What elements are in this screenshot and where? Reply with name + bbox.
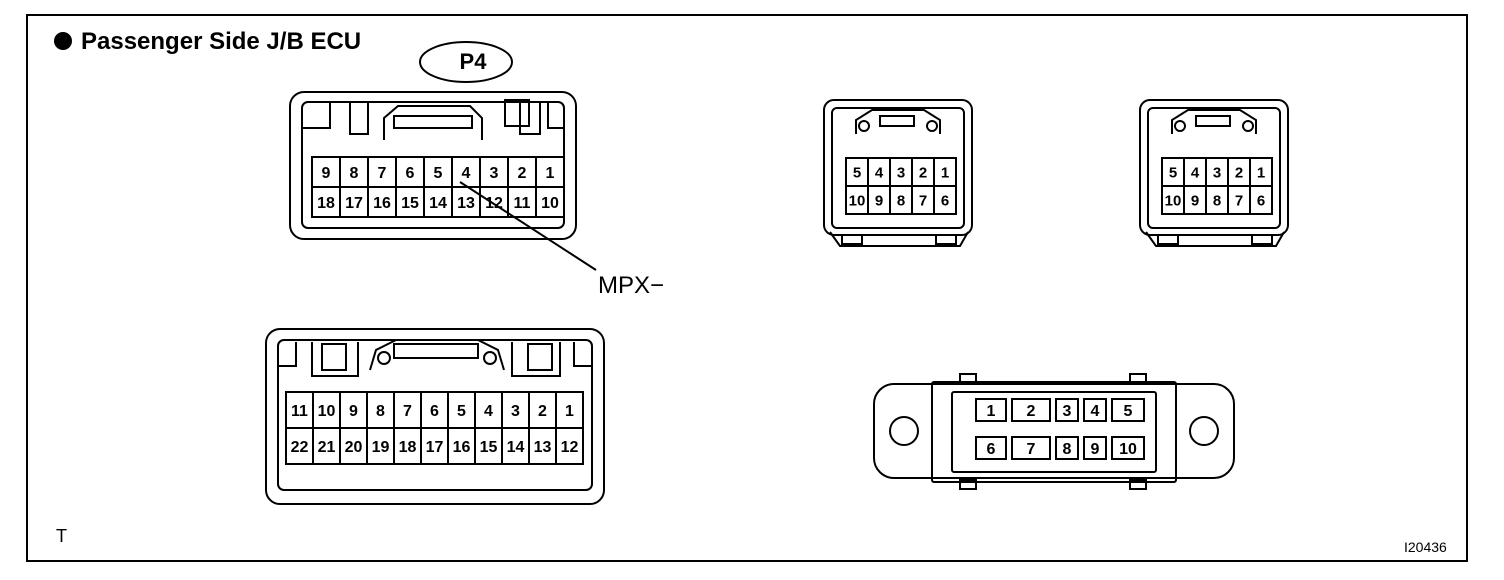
connector-22pin-pin-number: 13 [534, 439, 552, 456]
connector-10pin-b-housing [1139, 99, 1289, 247]
connector-10pin-flange-pin-number: 5 [1124, 403, 1133, 420]
p4-connector-pin-number: 6 [406, 165, 415, 182]
p4-connector-pin-number: 11 [514, 195, 531, 212]
connector-10pin-flange-pin-box [1111, 398, 1145, 422]
connector-22pin-pin-number: 15 [480, 439, 498, 456]
connector-10pin-flange-pin-box [975, 398, 1007, 422]
p4-connector-pin-number: 13 [457, 195, 475, 212]
p4-connector-pin-number: 17 [345, 195, 363, 212]
p4-connector-pin-number: 5 [434, 165, 443, 182]
connector-10pin-b-pin-cell [1249, 185, 1273, 215]
connector-10pin-flange-pin-number: 10 [1119, 441, 1137, 458]
connector-10pin-a-pin-number: 5 [853, 164, 861, 181]
connector-22pin-pin-number: 6 [430, 403, 439, 420]
connector-22pin-pin-number: 22 [291, 439, 309, 456]
p4-connector-housing [289, 91, 577, 240]
connector-10pin-a-housing [823, 99, 973, 247]
connector-10pin-flange-pin-box [1055, 398, 1079, 422]
connector-22pin-pin-number: 19 [372, 439, 390, 456]
connector-10pin-flange-pin-number: 4 [1091, 403, 1100, 420]
connector-10pin-flange-pin-number: 6 [987, 441, 996, 458]
connector-10pin-b-pin-number: 3 [1213, 164, 1221, 181]
p4-connector-pin-number: 18 [317, 195, 335, 212]
connector-10pin-a-pin-cell [933, 185, 957, 215]
connector-10pin-b-pin-number: 1 [1257, 164, 1265, 181]
corner-letter: T [56, 526, 67, 546]
connector-22pin-pin-number: 4 [484, 403, 493, 420]
mpx-leader-line [459, 181, 597, 271]
connector-22pin-pin-number: 10 [318, 403, 336, 420]
connector-22pin-pin-number: 3 [511, 403, 520, 420]
connector-10pin-a-pin-number: 4 [875, 164, 884, 181]
connector-22pin-pin-number: 2 [538, 403, 547, 420]
connector-10pin-flange-pin-box [1111, 436, 1145, 460]
p4-connector-pin-number: 14 [429, 195, 447, 212]
connector-10pin-b-pin-number: 2 [1235, 164, 1243, 181]
connector-10pin-b-pin-number: 9 [1191, 192, 1199, 209]
p4-connector-pin-number: 3 [490, 165, 499, 182]
p4-connector-pin-number: 4 [462, 165, 471, 182]
p4-connector-pin-number: 7 [378, 165, 387, 182]
connector-10pin-flange-pin-number: 7 [1027, 441, 1036, 458]
connector-22pin-pin-number: 17 [426, 439, 444, 456]
connector-10pin-flange-housing [873, 373, 1235, 490]
p4-connector-pin-number: 1 [546, 165, 555, 182]
connector-22pin-housing [265, 328, 605, 505]
connector-10pin-a-pin-number: 9 [875, 192, 883, 209]
connector-22pin-pin-number: 7 [403, 403, 412, 420]
connector-10pin-flange-pin-number: 3 [1063, 403, 1072, 420]
connector-10pin-b-pin-number: 10 [1165, 192, 1182, 209]
connector-10pin-flange-pin-box [1011, 436, 1051, 460]
connector-22pin-pin-cell [555, 427, 584, 465]
connector-10pin-flange-pin-box [1055, 436, 1079, 460]
p4-connector-pin-cell [535, 186, 565, 218]
connector-10pin-flange-pin-number: 1 [987, 403, 996, 420]
connector-22pin-pin-number: 16 [453, 439, 471, 456]
p4-connector-code: P4 [459, 49, 487, 74]
connector-22pin-pin-number: 14 [507, 439, 525, 456]
connector-10pin-a-pin-number: 3 [897, 164, 905, 181]
connector-10pin-b-pin-number: 5 [1169, 164, 1177, 181]
bullet-icon [54, 32, 72, 50]
connector-10pin-b-pin-number: 7 [1235, 192, 1243, 209]
p4-connector-pin-number: 9 [322, 165, 331, 182]
diagram-frame [26, 14, 1468, 562]
connector-10pin-a-pin-number: 8 [897, 192, 905, 209]
connector-22pin-pin-number: 12 [561, 439, 579, 456]
p4-connector-pin-number: 8 [350, 165, 359, 182]
title-text: Passenger Side J/B ECU [81, 28, 362, 55]
connector-22pin-pin-number: 9 [349, 403, 358, 420]
connector-10pin-flange-pin-number: 2 [1027, 403, 1036, 420]
connector-22pin-pin-number: 1 [565, 403, 574, 420]
connector-10pin-b-pin-number: 8 [1213, 192, 1221, 209]
connector-22pin-pin-number: 5 [457, 403, 466, 420]
connector-22pin-pin-number: 8 [376, 403, 385, 420]
p4-label-ellipse [419, 41, 513, 83]
connector-10pin-b-pin-number: 4 [1191, 164, 1200, 181]
connector-10pin-flange-pin-number: 9 [1091, 441, 1100, 458]
diagram-title: Passenger Side J/B ECU [54, 28, 361, 56]
connector-10pin-flange-pin-number: 8 [1063, 441, 1072, 458]
connector-22pin-pin-number: 18 [399, 439, 417, 456]
connector-10pin-a-pin-number: 6 [941, 192, 949, 209]
connector-10pin-b-pin-number: 6 [1257, 192, 1265, 209]
figure-id: I20436 [1404, 539, 1447, 555]
connector-10pin-flange-pin-box [1083, 398, 1107, 422]
connector-10pin-a-pin-number: 7 [919, 192, 927, 209]
connector-22pin-pin-number: 20 [345, 439, 363, 456]
p4-connector-pin-number: 16 [373, 195, 391, 212]
connector-22pin-pin-number: 11 [291, 403, 308, 420]
p4-connector-pin-number: 2 [518, 165, 527, 182]
connector-10pin-flange-pin-box [1011, 398, 1051, 422]
connector-10pin-a-pin-number: 10 [849, 192, 866, 209]
connector-10pin-flange-pin-box [1083, 436, 1107, 460]
p4-connector-pin-number: 10 [541, 195, 559, 212]
connector-10pin-a-pin-number: 2 [919, 164, 927, 181]
connector-10pin-a-pin-number: 1 [941, 164, 949, 181]
connector-10pin-flange-pin-box [975, 436, 1007, 460]
connector-22pin-pin-number: 21 [318, 439, 336, 456]
mpx-terminal-label: MPX− [598, 272, 665, 299]
p4-connector-pin-number: 15 [401, 195, 419, 212]
